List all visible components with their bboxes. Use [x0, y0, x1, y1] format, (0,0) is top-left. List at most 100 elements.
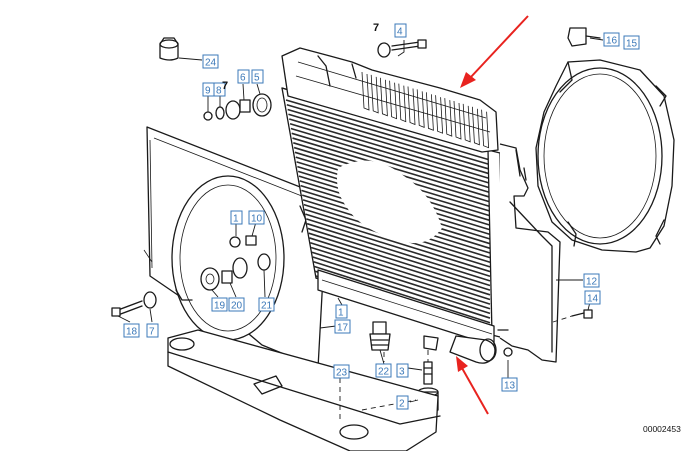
part-tag-12: 12: [583, 273, 600, 288]
part-tag-box: [202, 54, 219, 69]
part-tag-label: 12: [586, 277, 598, 288]
part-tag-box: [146, 323, 159, 338]
radiator-fin: [310, 241, 491, 301]
part-tag-20: 20: [228, 297, 245, 312]
part-tag-19: 19: [211, 297, 228, 312]
part-tag-box: [375, 363, 392, 378]
part-tag-9: 9: [202, 82, 215, 97]
part-tag-label: 24: [205, 58, 217, 69]
part-tag-8: 8: [213, 82, 226, 97]
part-tag-box: [251, 69, 264, 84]
part-tag-14: 14: [584, 290, 601, 305]
part-tag-box: [603, 32, 620, 47]
part-tag-label: 8: [216, 86, 222, 97]
part-tag-box: [583, 273, 600, 288]
tank-rib: [472, 106, 480, 146]
part-tag-label: 23: [336, 368, 348, 379]
radiator-fin: [286, 103, 491, 166]
document-id: 00002453: [643, 424, 681, 434]
radiator-fin: [291, 132, 491, 194]
radiator-fin: [289, 118, 491, 180]
radiator-fin: [314, 265, 491, 324]
part-tag-23: 23: [333, 364, 350, 379]
red-arrow-bottom: [456, 356, 489, 415]
part-tag-15: 15: [623, 35, 640, 50]
part-tag-box: [123, 323, 140, 338]
radiator-fin: [308, 232, 491, 291]
part-tag-box: [248, 210, 265, 225]
part-tag-label: 2: [399, 399, 405, 410]
tank-rib: [407, 86, 416, 126]
part-tag-box: [396, 395, 409, 410]
part-tag-6: 6: [237, 69, 250, 84]
part-tag-label: 18: [126, 327, 138, 338]
tank-rib: [361, 71, 370, 111]
radiator-fin: [310, 246, 491, 305]
radiator-fin: [288, 113, 491, 175]
part-tag-label: 22: [378, 367, 390, 378]
part-tag-4: 4: [394, 23, 407, 38]
cross-member: [167, 329, 441, 451]
tank-rib: [435, 95, 444, 134]
part-tag-label: 21: [261, 301, 273, 312]
part-tag-5: 5: [251, 69, 264, 84]
part-tag-box: [213, 82, 226, 97]
part-tag-box: [501, 377, 518, 392]
part-tag-21: 21: [258, 297, 275, 312]
part-tag-10: 10: [248, 210, 265, 225]
part-tag-label: 14: [587, 294, 599, 305]
part-tag-label: 13: [504, 381, 516, 392]
part-tag-label: 3: [399, 367, 405, 378]
radiator-fin: [306, 218, 491, 277]
radiator-fin: [311, 251, 491, 310]
part-tag-2: 2: [396, 395, 409, 410]
part-tag-label: 20: [231, 301, 243, 312]
part-tag-box: [237, 69, 250, 84]
part-tag-label: 10: [251, 214, 263, 225]
radiator-fin: [289, 123, 491, 185]
part-tag-label: 7: [149, 327, 155, 338]
part-tag-label: 1: [233, 214, 239, 225]
tank-rib: [398, 83, 407, 123]
part-tag-box: [333, 364, 350, 379]
tank-rib: [389, 80, 398, 120]
part-tag-box: [258, 297, 275, 312]
radiator-fin: [307, 227, 491, 287]
radiator-fin: [287, 108, 491, 171]
tank-rib: [481, 109, 490, 149]
tank-rib: [426, 92, 434, 131]
part-label-7-mid: 7: [222, 80, 228, 92]
part-tag-box: [228, 297, 245, 312]
radiator-fin: [309, 237, 491, 296]
part-tag-1a: 1: [230, 210, 243, 225]
red-arrow-top: [460, 15, 529, 88]
part-tag-13: 13: [501, 377, 518, 392]
part-tag-label: 9: [205, 86, 211, 97]
part-tag-24: 24: [202, 54, 219, 69]
tank-rib: [380, 77, 388, 117]
radiator: [281, 47, 505, 364]
part-tag-16: 16: [603, 32, 620, 47]
part-tag-box: [584, 290, 601, 305]
part-label-7-top: 7: [373, 22, 379, 34]
radiator-fin: [290, 127, 491, 189]
part-tag-label: 19: [214, 301, 226, 312]
rear-fan-shroud: [535, 27, 675, 253]
part-tag-label: 4: [397, 27, 403, 38]
part-tag-18: 18: [123, 323, 140, 338]
part-tag-label: 1: [338, 308, 344, 319]
part-tag-22: 22: [375, 363, 392, 378]
radiator-fin: [305, 213, 491, 273]
tank-rib: [370, 74, 379, 114]
part-tag-box: [396, 363, 409, 378]
tank-rib: [453, 100, 462, 140]
part-tag-label: 16: [606, 36, 618, 47]
radiator-fin: [313, 260, 491, 319]
part-tag-label: 5: [254, 73, 260, 84]
part-tag-17: 17: [334, 319, 351, 334]
part-tag-box: [623, 35, 640, 50]
part-tag-box: [211, 297, 228, 312]
